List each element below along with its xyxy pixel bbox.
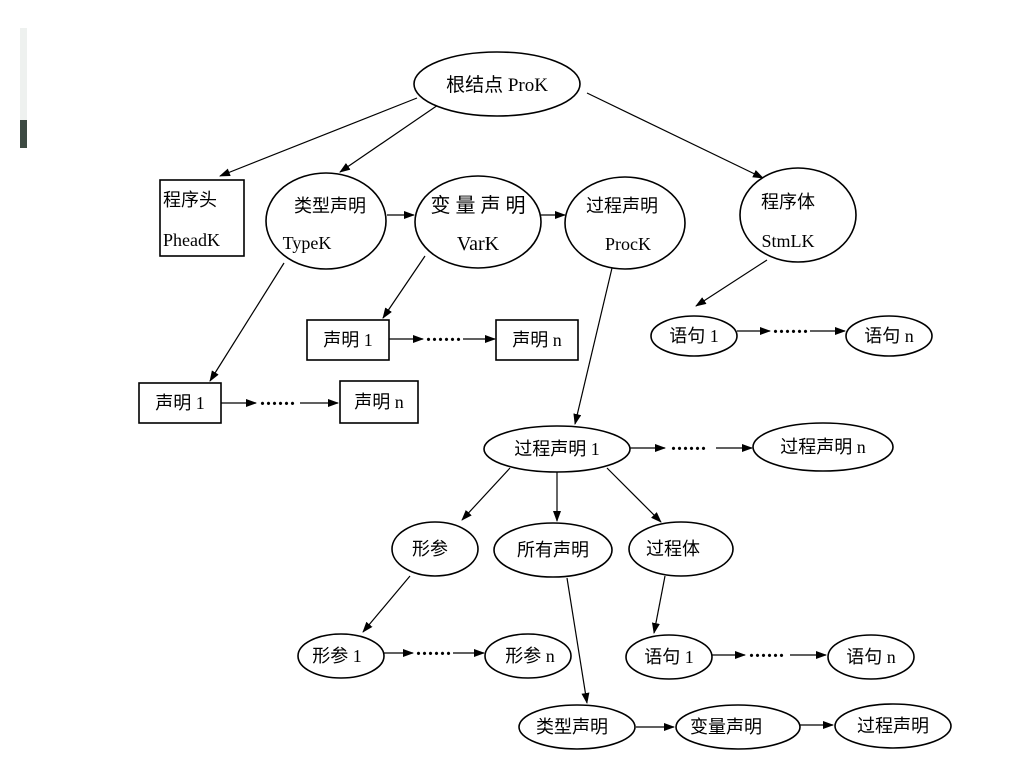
ellipsis-dots: ...... xyxy=(773,316,809,338)
node-body-stmt-first: 语句 1 xyxy=(650,315,738,357)
node-var-decl-last: 声明 n xyxy=(495,319,579,361)
edge-proc-1-to-proc-body xyxy=(606,467,662,523)
proc-decl-label: 过程声明 xyxy=(586,196,658,216)
node-var-decl-first: 声明 1 xyxy=(306,319,390,361)
stmt-first-label: 语句 1 xyxy=(644,647,694,667)
node-type-decl: 类型声明 TypeK xyxy=(265,172,387,270)
node-param-first: 形参 1 xyxy=(297,633,385,679)
ellipsis-dots: ...... xyxy=(749,640,785,662)
node-params: 形参 xyxy=(391,521,479,577)
node-root: 根结点 ProK xyxy=(413,51,581,117)
edge-artifact xyxy=(20,28,27,148)
node-var-decl: 变 量 声 明 VarK xyxy=(414,175,542,269)
edge-params-to-param-1 xyxy=(362,575,411,633)
edge-program-body-to-stmt-1 xyxy=(695,259,768,307)
node-param-last: 形参 n xyxy=(484,633,572,679)
type-decl-kind: TypeK xyxy=(283,233,332,253)
node-proc-body: 过程体 xyxy=(628,521,734,577)
edge-type-decl-to-decl-1 xyxy=(209,262,285,382)
decl-last-label: 声明 n xyxy=(512,330,562,350)
proc-last-label: 过程声明 n xyxy=(780,437,866,457)
edge-root-to-program-head xyxy=(219,97,418,177)
proc-body-label: 过程体 xyxy=(646,539,700,559)
node-all-decls: 所有声明 xyxy=(493,522,613,578)
edge-proc-body-to-stmt-1 xyxy=(651,575,666,634)
proc-first-label: 过程声明 1 xyxy=(514,439,600,459)
node-proc-first: 过程声明 1 xyxy=(483,425,631,473)
type-decl-label: 类型声明 xyxy=(294,196,366,216)
ellipsis-dots: ...... xyxy=(416,638,452,660)
edge-var-decl-to-decl-1 xyxy=(382,255,426,319)
chain-var-decl-label: 变量声明 xyxy=(690,717,762,737)
node-chain-type-decl: 类型声明 xyxy=(518,704,636,750)
chain-type-decl-label: 类型声明 xyxy=(536,717,608,737)
ellipsis-dots: ...... xyxy=(671,433,707,455)
program-body-label: 程序体 xyxy=(761,192,815,212)
all-decls-label: 所有声明 xyxy=(517,540,589,560)
ellipsis-dots: ...... xyxy=(426,324,462,346)
node-proc-stmt-last: 语句 n xyxy=(827,634,915,680)
var-decl-kind: VarK xyxy=(457,233,500,255)
param-first-label: 形参 1 xyxy=(312,646,362,666)
node-program-body: 程序体 StmLK xyxy=(739,167,857,263)
var-decl-label: 变 量 声 明 xyxy=(431,194,526,217)
node-proc-last: 过程声明 n xyxy=(752,422,894,472)
stmt-last-label: 语句 n xyxy=(846,647,896,667)
node-proc-stmt-first: 语句 1 xyxy=(625,634,713,680)
edge-root-to-type-decl xyxy=(339,104,439,173)
program-head-kind: PheadK xyxy=(163,230,220,250)
node-proc-decl: 过程声明 ProcK xyxy=(564,176,686,270)
program-body-kind: StmLK xyxy=(761,231,814,251)
decl-last-label: 声明 n xyxy=(354,392,404,412)
edge-proc-1-to-params xyxy=(461,467,511,521)
decl-first-label: 声明 1 xyxy=(323,330,373,350)
stmt-last-label: 语句 n xyxy=(864,326,914,346)
node-chain-proc-decl: 过程声明 xyxy=(834,703,952,749)
params-label: 形参 xyxy=(412,539,448,559)
root-label: 根结点 ProK xyxy=(446,74,548,96)
node-type-decl-last: 声明 n xyxy=(339,380,419,424)
node-program-head: 程序头 PheadK xyxy=(159,179,245,257)
ellipsis-dots: ...... xyxy=(260,388,296,410)
edge-root-to-program-body xyxy=(586,92,764,179)
node-body-stmt-last: 语句 n xyxy=(845,315,933,357)
node-type-decl-first: 声明 1 xyxy=(138,382,222,424)
edge-proc-decl-to-proc-1 xyxy=(573,267,613,425)
ellipsis-markers: ...... ...... ...... ...... ...... .....… xyxy=(260,316,809,662)
edges xyxy=(209,92,846,731)
decl-first-label: 声明 1 xyxy=(155,393,205,413)
chain-proc-decl-label: 过程声明 xyxy=(857,716,929,736)
proc-decl-kind: ProcK xyxy=(605,234,651,254)
stmt-first-label: 语句 1 xyxy=(669,326,719,346)
node-chain-var-decl: 变量声明 xyxy=(675,704,801,750)
edge-all-decls-to-type-decl xyxy=(566,577,590,704)
program-head-label: 程序头 xyxy=(163,190,217,210)
param-last-label: 形参 n xyxy=(505,646,555,666)
